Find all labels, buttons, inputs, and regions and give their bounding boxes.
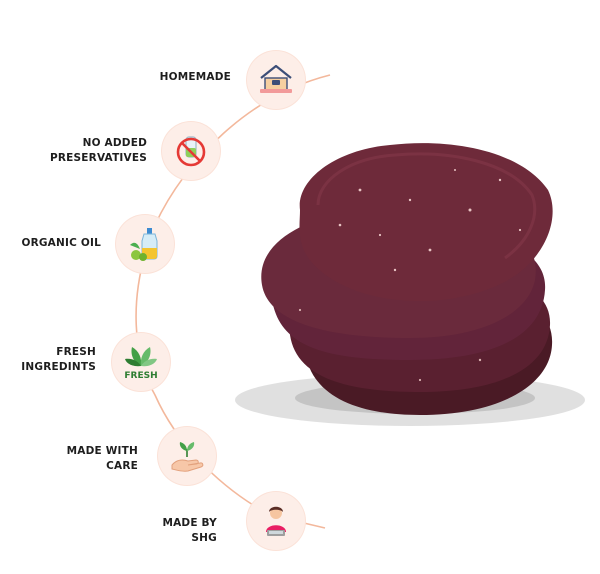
feature-badge-made-by-shg: [247, 492, 305, 550]
feature-badge-made-with-care: [158, 427, 216, 485]
feature-badge-fresh-ingredients: FRESH: [112, 333, 170, 391]
feature-label-organic-oil: ORGANIC OIL: [21, 237, 101, 249]
oil-bottle-icon: [130, 228, 158, 261]
hand-plant-icon: [171, 442, 204, 472]
feature-label-made-by-shg: MADE BY SHG: [162, 517, 217, 544]
fresh-icon-text: FRESH: [124, 371, 157, 381]
feature-label-homemade: HOMEMADE: [159, 71, 231, 83]
feature-badge-organic-oil: [116, 215, 174, 273]
feature-label-fresh-ingredients: FRESH INGREDINTS: [21, 346, 96, 373]
fresh-leaves-icon: FRESH: [124, 347, 158, 381]
feature-badge-no-preservatives: [162, 122, 220, 180]
feature-label-made-with-care: MADE WITH CARE: [66, 445, 138, 472]
woman-icon: [266, 506, 286, 536]
feature-badge-homemade: [247, 51, 305, 109]
papad-stack-image: [235, 143, 585, 426]
no-preservatives-icon: [176, 136, 206, 167]
feature-label-no-preservatives: NO ADDED PRESERVATIVES: [49, 137, 147, 164]
house-icon: [260, 64, 292, 93]
